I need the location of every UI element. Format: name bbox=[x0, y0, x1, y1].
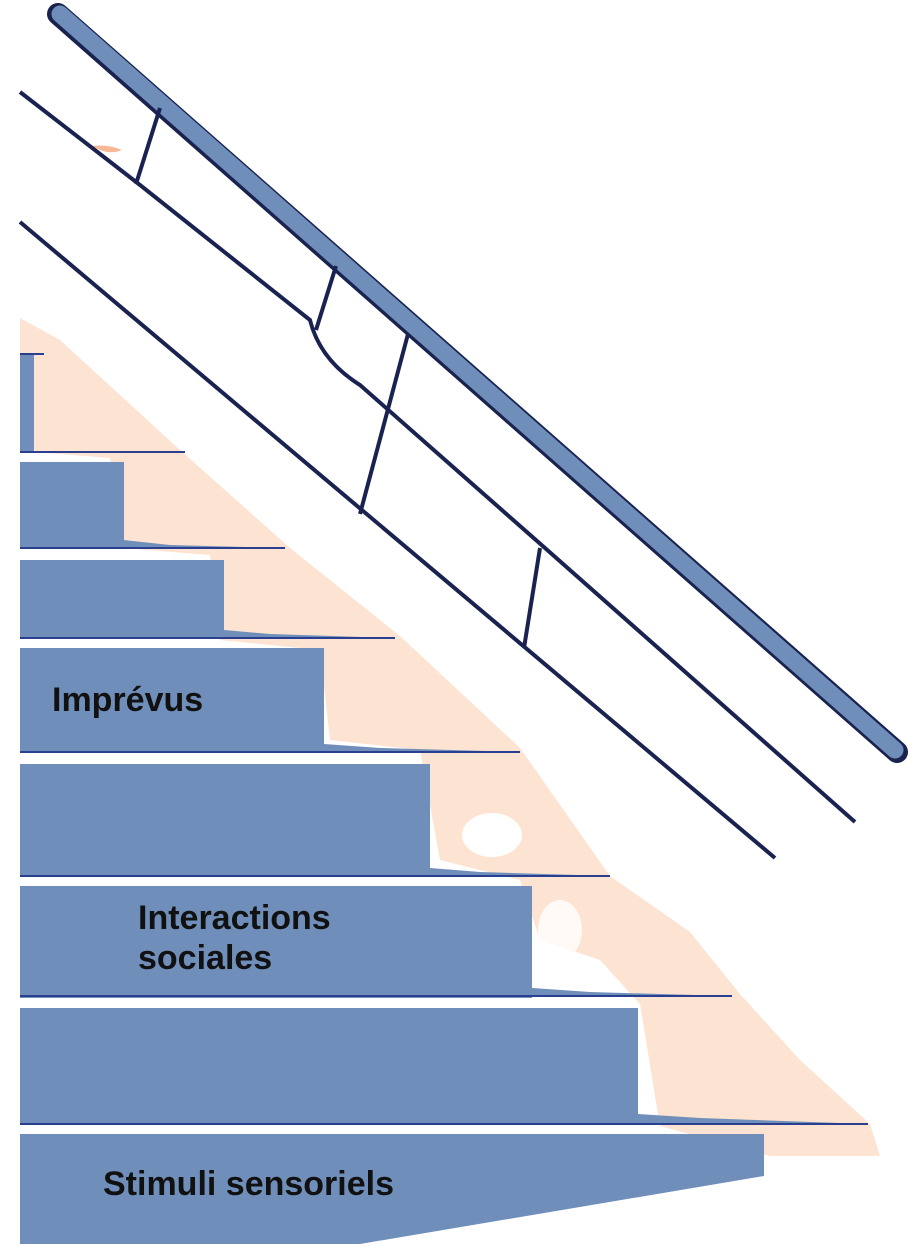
step-6 bbox=[20, 886, 532, 998]
step-3 bbox=[20, 560, 224, 638]
step-5 bbox=[20, 764, 430, 876]
label-interactions-sociales: Interactions sociales bbox=[138, 898, 398, 978]
wall-highlight bbox=[462, 813, 522, 857]
wall-shadow bbox=[20, 318, 880, 1156]
label-interactions-text: Interactions sociales bbox=[138, 899, 331, 977]
handrail bbox=[18, 3, 908, 860]
baluster bbox=[522, 547, 542, 649]
middle-rail bbox=[18, 90, 857, 824]
step-7 bbox=[20, 1008, 638, 1124]
label-stimuli-sensoriels: Stimuli sensoriels bbox=[103, 1165, 394, 1203]
step-8 bbox=[20, 1134, 764, 1244]
step-shadow bbox=[638, 1114, 868, 1124]
steps bbox=[20, 353, 868, 1244]
step-shadow bbox=[532, 988, 730, 996]
peach-fleck bbox=[92, 145, 122, 153]
step-2 bbox=[20, 462, 124, 548]
step-4 bbox=[20, 648, 324, 752]
top-rail-fill bbox=[51, 5, 904, 759]
baluster bbox=[134, 107, 162, 185]
bottom-rail bbox=[18, 220, 777, 860]
step-shadow bbox=[224, 630, 395, 638]
step-shadow bbox=[124, 540, 285, 548]
step-shadow bbox=[324, 744, 520, 752]
step-shadow bbox=[430, 868, 610, 876]
baluster bbox=[314, 265, 338, 331]
step-1 bbox=[20, 354, 34, 452]
wall-highlight bbox=[538, 900, 582, 960]
label-imprevus: Imprévus bbox=[52, 681, 204, 719]
baluster bbox=[358, 333, 410, 515]
